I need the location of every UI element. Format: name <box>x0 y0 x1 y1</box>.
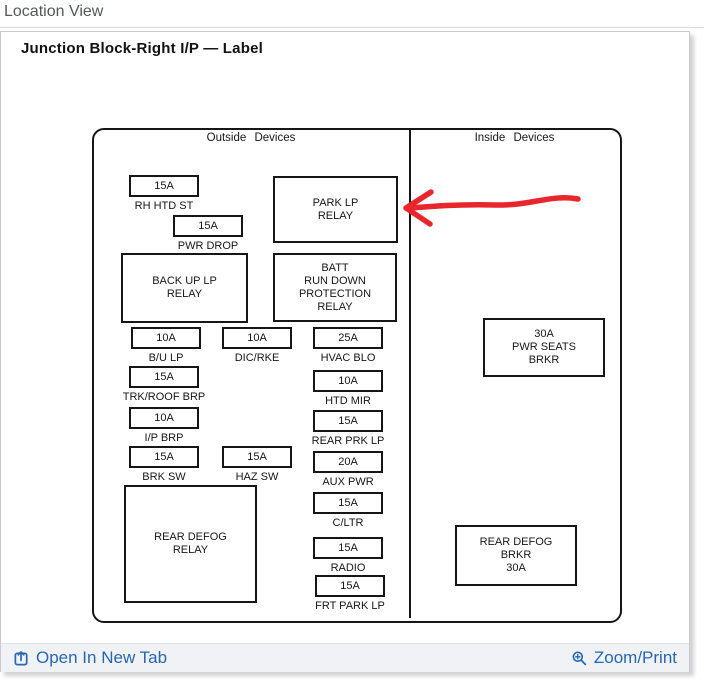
relay-rear-defog: REAR DEFOG RELAY <box>124 485 257 603</box>
fuse-cltr: 15A C/LTR <box>313 492 383 529</box>
fuse-haz-sw: 15A HAZ SW <box>222 446 292 483</box>
fuse-bu-lp: 10A B/U LP <box>131 327 201 364</box>
page-title: Location View <box>4 3 104 20</box>
fuse-amp: 15A <box>315 575 385 597</box>
relay-batt-run-down-protection: BATT RUN DOWN PROTECTION RELAY <box>273 253 397 322</box>
fuse-label: AUX PWR <box>322 476 374 488</box>
fuse-hvac-blo: 25A HVAC BLO <box>313 327 383 364</box>
fuse-label: RH HTD ST <box>134 200 194 212</box>
fuse-amp: 15A <box>173 215 243 237</box>
fuse-amp: 15A <box>129 366 199 388</box>
fuse-amp: 15A <box>129 175 199 197</box>
fuse-label: B/U LP <box>148 352 184 364</box>
inside-devices-header: Inside Devices <box>474 132 555 144</box>
fuse-amp: 15A <box>313 537 383 559</box>
fuse-label: TRK/ROOF BRP <box>122 391 206 403</box>
zoom-print-link[interactable]: Zoom/Print <box>571 648 677 668</box>
open-in-new-tab-label: Open In New Tab <box>36 648 168 667</box>
fuse-radio: 15A RADIO <box>313 537 383 574</box>
section-header: Location View <box>0 0 704 28</box>
fuse-amp: 25A <box>313 327 383 349</box>
fuse-amp: 10A <box>313 370 383 392</box>
fuse-htd-mir: 10A HTD MIR <box>313 370 383 407</box>
fuse-label: HVAC BLO <box>320 352 376 364</box>
fuse-pwr-drop: 15A PWR DROP <box>173 215 243 252</box>
outside-devices-header: Outside Devices <box>206 132 296 144</box>
fuse-label: HAZ SW <box>235 471 279 483</box>
fuse-label: DIC/RKE <box>234 352 280 364</box>
fuse-label: I/P BRP <box>144 432 184 444</box>
relay-back-up-lp: BACK UP LP RELAY <box>121 253 248 323</box>
fuse-amp: 20A <box>313 451 383 473</box>
fuse-amp: 15A <box>313 410 383 432</box>
fuse-label: C/LTR <box>332 517 364 529</box>
fuse-label: PWR DROP <box>177 240 239 252</box>
breaker-pwr-seats: 30A PWR SEATS BRKR <box>483 318 605 377</box>
fuse-amp: 10A <box>131 327 201 349</box>
diagram-title: Junction Block-Right I/P — Label <box>21 40 263 57</box>
fuse-label: REAR PRK LP <box>311 435 385 447</box>
fuse-ip-brp: 10A I/P BRP <box>129 407 199 444</box>
fuse-label: HTD MIR <box>325 395 371 407</box>
fuse-rear-prk-lp: 15A REAR PRK LP <box>311 410 385 447</box>
open-in-new-tab-link[interactable]: Open In New Tab <box>13 648 167 668</box>
fuse-amp: 15A <box>313 492 383 514</box>
fuse-frt-park-lp: 15A FRT PARK LP <box>315 575 385 612</box>
fuse-brk-sw: 15A BRK SW <box>129 446 199 483</box>
relay-park-lp: PARK LP RELAY <box>273 176 398 243</box>
breaker-rear-defog: REAR DEFOG BRKR 30A <box>455 525 577 586</box>
fuse-label: FRT PARK LP <box>315 600 385 612</box>
fuse-amp: 15A <box>129 446 199 468</box>
fuse-label: RADIO <box>330 562 366 574</box>
fuse-rh-htd-st: 15A RH HTD ST <box>129 175 199 212</box>
fuse-aux-pwr: 20A AUX PWR <box>313 451 383 488</box>
panel-footer: Open In New Tab Zoom/Print <box>1 643 689 672</box>
fuse-label: BRK SW <box>142 471 186 483</box>
fuse-amp: 10A <box>222 327 292 349</box>
zoom-print-label: Zoom/Print <box>593 648 677 667</box>
zoom-print-icon <box>572 651 587 665</box>
fuse-amp: 10A <box>129 407 199 429</box>
section-divider-line <box>409 129 411 618</box>
fuse-trk-roof-brp: 15A TRK/ROOF BRP <box>123 366 205 403</box>
fuse-dic-rke: 10A DIC/RKE <box>222 327 292 364</box>
open-in-new-tab-icon <box>14 650 28 665</box>
fuse-amp: 15A <box>222 446 292 468</box>
